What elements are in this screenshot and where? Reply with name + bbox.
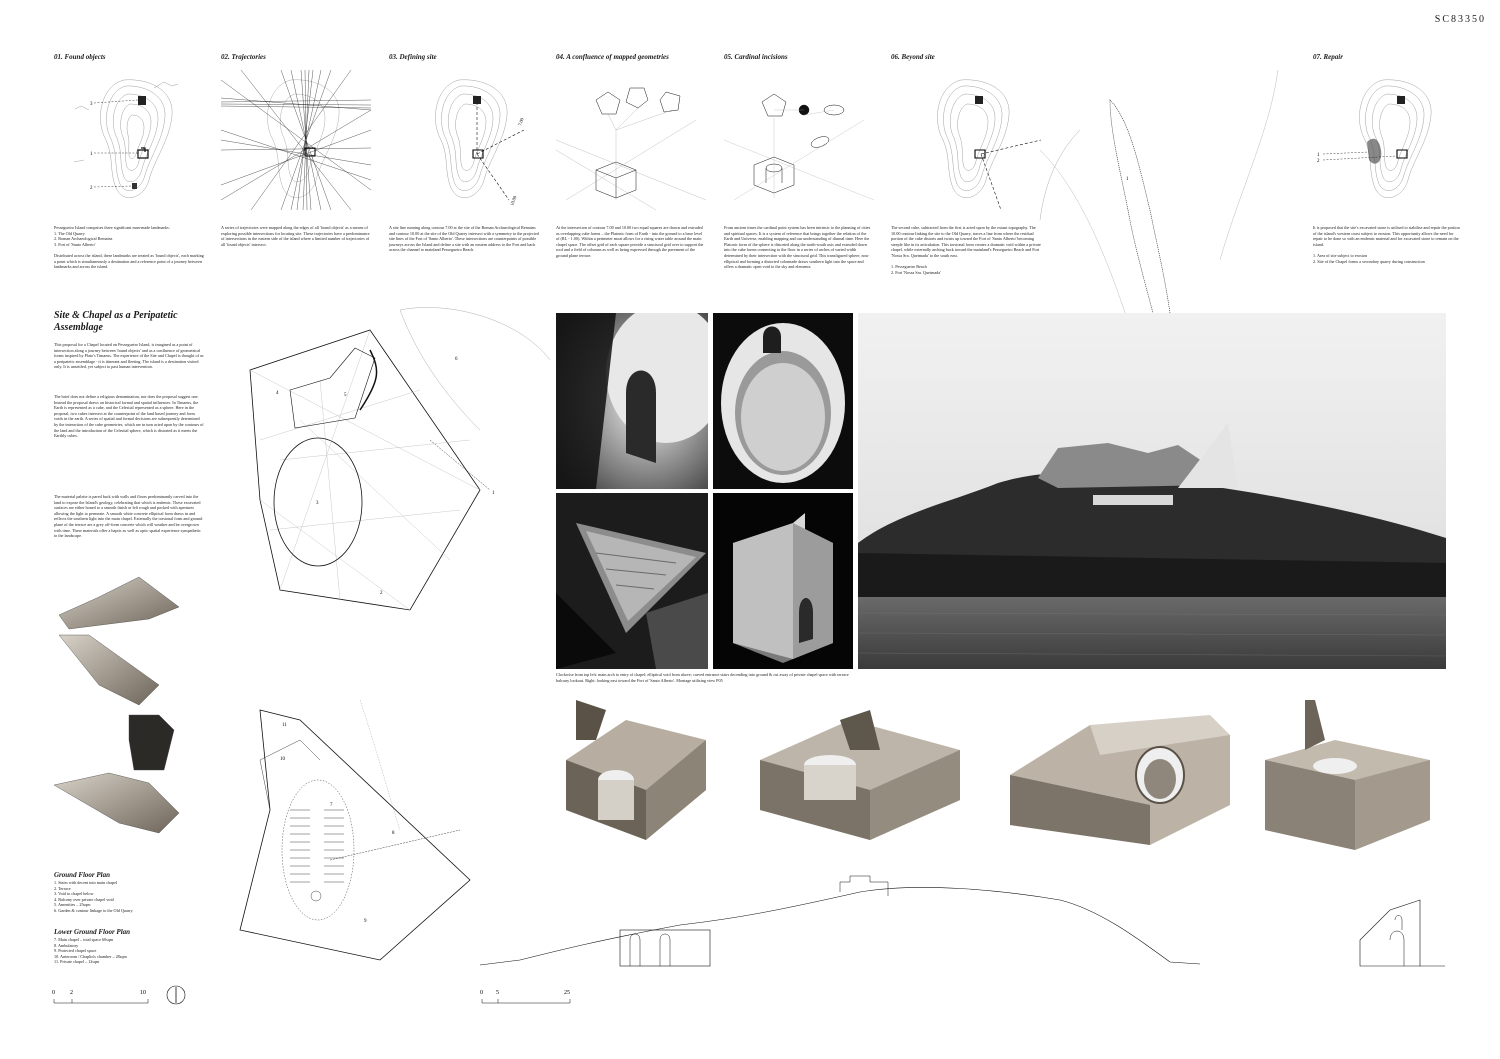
defining-site-contour-7: 7.00 [517,117,525,127]
step-3-title: 03. Defining site [389,53,437,61]
step-4-text: At the intersection of contour 7.00 and … [556,225,704,258]
regional-map-label-1: 1 [1126,177,1129,182]
gf-label-1: 1 [492,491,495,496]
plan-scale-2: 2 [70,990,73,996]
defining-site-contour-10: 10.00 [509,194,517,206]
plan-scale-10: 10 [140,990,146,996]
step-7-text: It is proposed that the site's excavated… [1313,225,1460,264]
model-thumbnails [54,576,180,834]
gf-label-6: 6 [455,357,458,362]
trajectories-diagram [220,69,372,211]
model-thumb-1 [58,576,180,630]
section-scale-bar: 0 5 25 [480,990,571,1004]
step-6-title: 06. Beyond site [891,53,935,61]
plan-scale-bar: 0 2 10 [52,985,186,1005]
step-5-text: From ancient times the cardinal point sy… [724,225,871,270]
gf-label-4: 4 [276,391,279,396]
section-scale-0: 0 [480,990,483,996]
axonometric-model-4 [1265,700,1430,850]
lower-floor-legend-title: Lower Ground Floor Plan [54,928,131,936]
step-3-text: A site line running along contour 7.00 a… [389,225,539,253]
step-1-text: Pessegueiro Island comprises three signi… [54,225,204,270]
lgf-label-10: 10 [280,757,286,762]
lower-floor-legend-items: 7. Main chapel – total space 60sqm 8. Am… [54,937,127,965]
gf-label-2: 2 [380,591,383,596]
lgf-label-11: 11 [282,723,287,728]
step-7-title: 07. Repair [1313,53,1343,61]
plan-scale-0: 0 [52,990,55,996]
repair-label-1: 1 [1317,153,1320,158]
photo-caption: Clockwise from top left: main arch to en… [556,672,849,683]
found-objects-label-3: 3 [90,102,93,107]
step-1-title: 01. Found objects [54,53,106,61]
step-4-title: 04. A confluence of mapped geometries [556,53,669,61]
intro-paragraph-3: The material palette is pared back with … [54,494,203,539]
photo-elliptical-void [713,313,853,489]
repair-diagram: 1 2 [1317,79,1432,198]
found-objects-label-1: 1 [90,152,93,157]
found-objects-label-2: 2 [90,186,93,191]
gf-label-5: 5 [344,393,347,398]
beyond-site-diagram [937,79,1042,211]
lgf-label-7: 7 [330,803,333,808]
lower-ground-floor-plan: 11 10 7 8 9 [239,699,471,961]
defining-site-diagram: 7.00 10.00 [435,79,525,206]
step-2-title: 02. Trajectories [221,53,266,61]
step-5-title: 05. Cardinal incisions [724,53,788,61]
landscape-montage-photo [858,313,1446,669]
axonometric-model-3 [1010,715,1230,845]
photo-private-chapel [713,493,853,669]
ground-floor-plan: 6 4 5 3 1 2 [249,307,551,611]
ground-floor-legend-title: Ground Floor Plan [54,871,111,879]
section-scale-25: 25 [564,990,570,996]
axonometric-model-1 [566,700,706,840]
intro-paragraph-1: This proposal for a Chapel located on Pe… [54,342,204,370]
step-6-text: The second cube, subtracted from the fir… [891,225,1041,275]
north-arrow-icon [166,985,186,1005]
step-2-text: A series of trajectories were mapped alo… [221,225,370,247]
lgf-label-9: 9 [364,919,367,924]
photo-main-arch [556,313,708,489]
site-section [479,875,1445,967]
photo-entrance-stairs [556,493,708,669]
section-scale-5: 5 [496,990,499,996]
model-thumb-4 [54,772,180,834]
lgf-label-8: 8 [392,831,395,836]
gf-label-3: 3 [316,501,319,506]
intro-paragraph-2: The brief does not define a religious de… [54,394,204,439]
confluence-geometries-diagram [555,87,707,211]
intro-title: Site & Chapel as a Peripatetic Assemblag… [54,310,178,333]
model-thumb-3 [128,714,175,771]
ground-floor-legend-items: 1. Stairs with decent into main chapel 2… [54,880,133,913]
model-thumb-2 [58,634,160,706]
found-objects-island-map: 3 1 2 [73,79,179,198]
repair-label-2: 2 [1317,159,1320,164]
cardinal-incisions-diagram [723,93,875,201]
sheet-code: SC83350 [1434,14,1486,25]
axonometric-model-2 [760,710,960,840]
